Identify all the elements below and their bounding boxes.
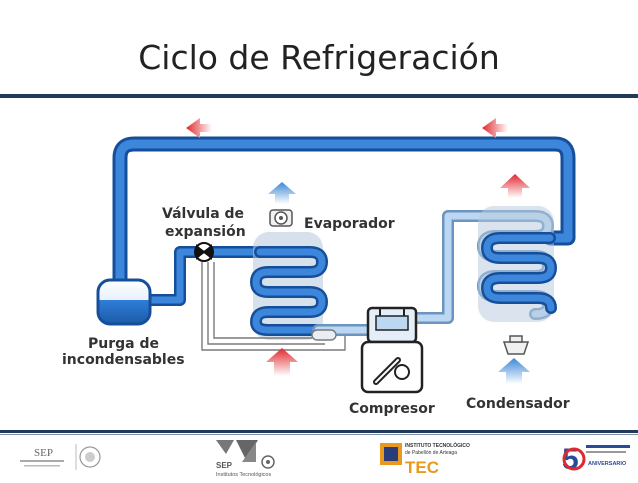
slide-title: Ciclo de Refrigeración (138, 38, 500, 77)
anniversary-logo: 5 ANIVERSARIO (560, 439, 634, 477)
valve-label-line1: Válvula de (162, 206, 244, 222)
condenser-label: Condensador (466, 396, 570, 412)
cool-air-in-arrow-icon (498, 358, 530, 384)
evaporator-label: Evaporador (304, 216, 395, 232)
flow-arrow-left-1 (186, 118, 212, 138)
itpa-logo-line1: INSTITUTO TECNOLÓGICO (405, 441, 470, 449)
sep-logo-text: SEP (34, 447, 53, 459)
tecnm-logo-line1: SEP (216, 461, 233, 470)
bypass-lines (201, 262, 346, 351)
itpa-logo-brand: TEC (405, 458, 439, 477)
compressor-label: Compresor (349, 401, 435, 417)
cold-air-arrow-icon (268, 182, 296, 204)
sep-logo: SEP (14, 440, 102, 474)
itpa-logo: INSTITUTO TECNOLÓGICO de Pabellón de Art… (378, 439, 470, 477)
purge-tank (96, 278, 152, 326)
compressor-icon (360, 306, 424, 394)
footer-logos: SEP SEP Institutos Tecnológicos INSTITUT… (0, 436, 638, 479)
condenser-coil (478, 206, 557, 322)
hot-air-arrow-icon (500, 174, 530, 198)
tecnm-logo-line2: Institutos Tecnológicos (216, 472, 271, 478)
purge-label-line2: incondensables (62, 352, 185, 368)
evaporator-coil (250, 232, 328, 340)
footer-rule-thin (0, 434, 638, 435)
anniversary-logo-text: ANIVERSARIO (588, 461, 627, 467)
footer-rule (0, 430, 638, 433)
main-pipe-loop (112, 136, 576, 290)
warm-air-in-arrow-icon (266, 348, 298, 376)
evaporator-fan-icon (269, 209, 293, 227)
expansion-valve-icon (194, 242, 214, 262)
valve-label-line2: expansión (165, 224, 246, 240)
purge-label-line1: Purga de (88, 336, 159, 352)
flow-arrow-left-2 (482, 118, 508, 138)
header-rule (0, 94, 638, 98)
refrigeration-cycle-diagram: Válvula de expansión Evaporador Purga de… (62, 118, 576, 417)
tecnm-logo: SEP Institutos Tecnológicos (212, 438, 288, 478)
liquid-line (144, 246, 266, 306)
condenser-fan-icon (502, 335, 530, 355)
itpa-logo-line2: de Pabellón de Arteaga (405, 450, 457, 456)
